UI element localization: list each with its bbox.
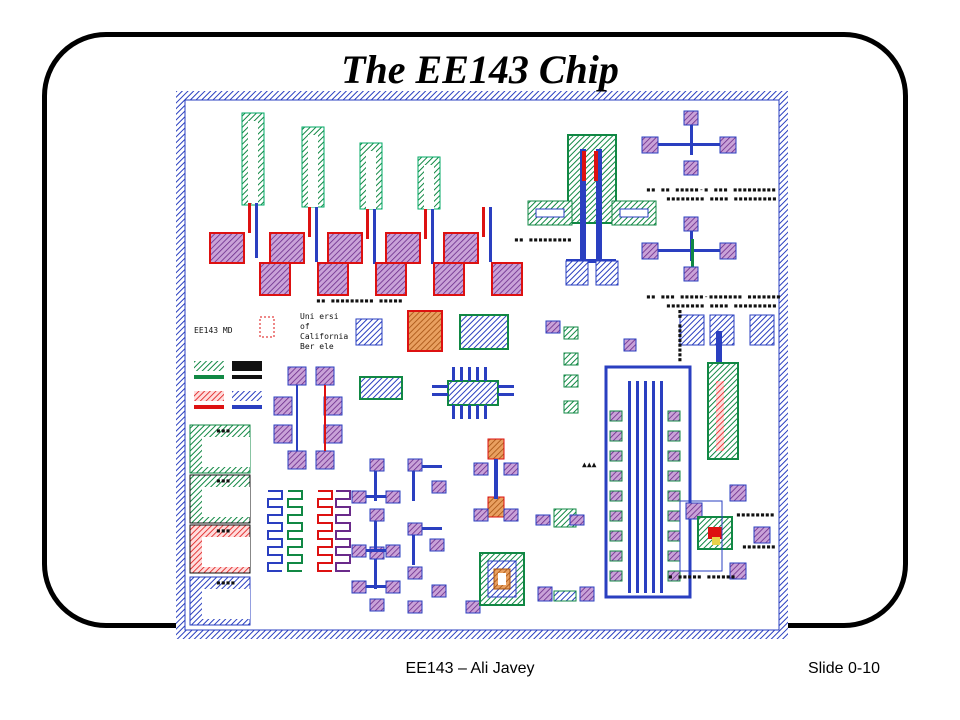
svg-text:▪▪ ▪▪▪▪▪▪▪▪▪ ▪▪▪▪▪: ▪▪ ▪▪▪▪▪▪▪▪▪ ▪▪▪▪▪ — [316, 296, 403, 305]
chip-layout-image: ▪▪ ▪▪▪▪▪▪▪▪▪ ▪▪▪▪▪ ▪▪ ▪▪▪▪▪▪▪▪▪ ▪▪ ▪▪ ▪▪… — [176, 91, 788, 639]
top-left-structures: ▪▪ ▪▪▪▪▪▪▪▪▪ ▪▪▪▪▪ — [209, 112, 523, 305]
university-label-line4: Ber ele — [300, 342, 334, 351]
left-l-structures: ▪▪▪ ▪▪▪ ▪▪▪ ▪▪▪▪ — [189, 424, 351, 626]
chip-name-label: EE143 MD — [194, 326, 233, 335]
svg-text:▪▪▪▪: ▪▪▪▪ — [216, 578, 235, 587]
svg-text:▲▲▲: ▲▲▲ — [582, 460, 597, 469]
top-right-structures: ▪▪ ▪▪ ▪▪▪▪▪-▪ ▪▪▪ ▪▪▪▪▪▪▪▪▪ ▪▪▪▪▪▪▪▪ ▪▪▪… — [641, 110, 781, 460]
university-label-line2: of — [300, 322, 310, 331]
svg-text:▪▪▪▪▪▪▪▪ ▪▪▪▪ ▪▪▪▪▪▪▪▪▪: ▪▪▪▪▪▪▪▪ ▪▪▪▪ ▪▪▪▪▪▪▪▪▪ — [666, 301, 777, 310]
left-middle-labels: EE143 MD Uni ersi of California Ber ele — [194, 312, 348, 409]
university-label-line1: Uni ersi — [300, 312, 339, 321]
top-center-structure: ▪▪ ▪▪▪▪▪▪▪▪▪ — [514, 134, 657, 286]
svg-text:▪▪▪▪▪▪▪▪ ▪▪▪▪ ▪▪▪▪▪▪▪▪▪: ▪▪▪▪▪▪▪▪ ▪▪▪▪ ▪▪▪▪▪▪▪▪▪ — [666, 194, 777, 203]
svg-text:▪▪▪▪▪ ▪▪▪▪▪▪▪▪ ▪▪: ▪▪▪▪▪ ▪▪▪▪▪▪▪▪ ▪▪ — [675, 309, 684, 391]
svg-text:▪▪▪▪▪▪▪▪: ▪▪▪▪▪▪▪▪ — [736, 510, 775, 519]
university-label-line3: California — [300, 332, 348, 341]
center-pads — [273, 310, 525, 614]
svg-text:▪▪▪▪▪▪▪: ▪▪▪▪▪▪▪ — [742, 542, 776, 551]
footer-slide-number: Slide 0-10 — [807, 660, 880, 677]
slide-title: The EE143 Chip — [341, 47, 619, 92]
lower-right-structures: ▪▪▪▪▪▪▪▪ ▪▪▪▪▪▪▪ ▪ ▪▪▪▪▪ ▪▪▪▪▪▪ — [668, 484, 776, 581]
svg-text:▪▪▪: ▪▪▪ — [216, 426, 230, 435]
footer-author: EE143 – Ali Javey — [405, 660, 535, 677]
svg-text:▪▪▪: ▪▪▪ — [216, 526, 230, 535]
comb-array: ▲▲▲ — [535, 320, 692, 602]
svg-text:▪▪▪: ▪▪▪ — [216, 476, 230, 485]
svg-text:▪▪ ▪▪ ▪▪▪▪▪-▪ ▪▪▪ ▪▪▪▪▪▪▪▪▪: ▪▪ ▪▪ ▪▪▪▪▪-▪ ▪▪▪ ▪▪▪▪▪▪▪▪▪ — [646, 185, 776, 194]
svg-text:▪▪ ▪▪▪ ▪▪▪▪▪-▪▪▪▪▪▪▪ ▪▪▪▪▪▪▪: ▪▪ ▪▪▪ ▪▪▪▪▪-▪▪▪▪▪▪▪ ▪▪▪▪▪▪▪ — [646, 292, 781, 301]
svg-text:▪▪ ▪▪▪▪▪▪▪▪▪: ▪▪ ▪▪▪▪▪▪▪▪▪ — [514, 235, 572, 244]
svg-text:▪ ▪▪▪▪▪ ▪▪▪▪▪▪: ▪ ▪▪▪▪▪ ▪▪▪▪▪▪ — [668, 572, 735, 581]
